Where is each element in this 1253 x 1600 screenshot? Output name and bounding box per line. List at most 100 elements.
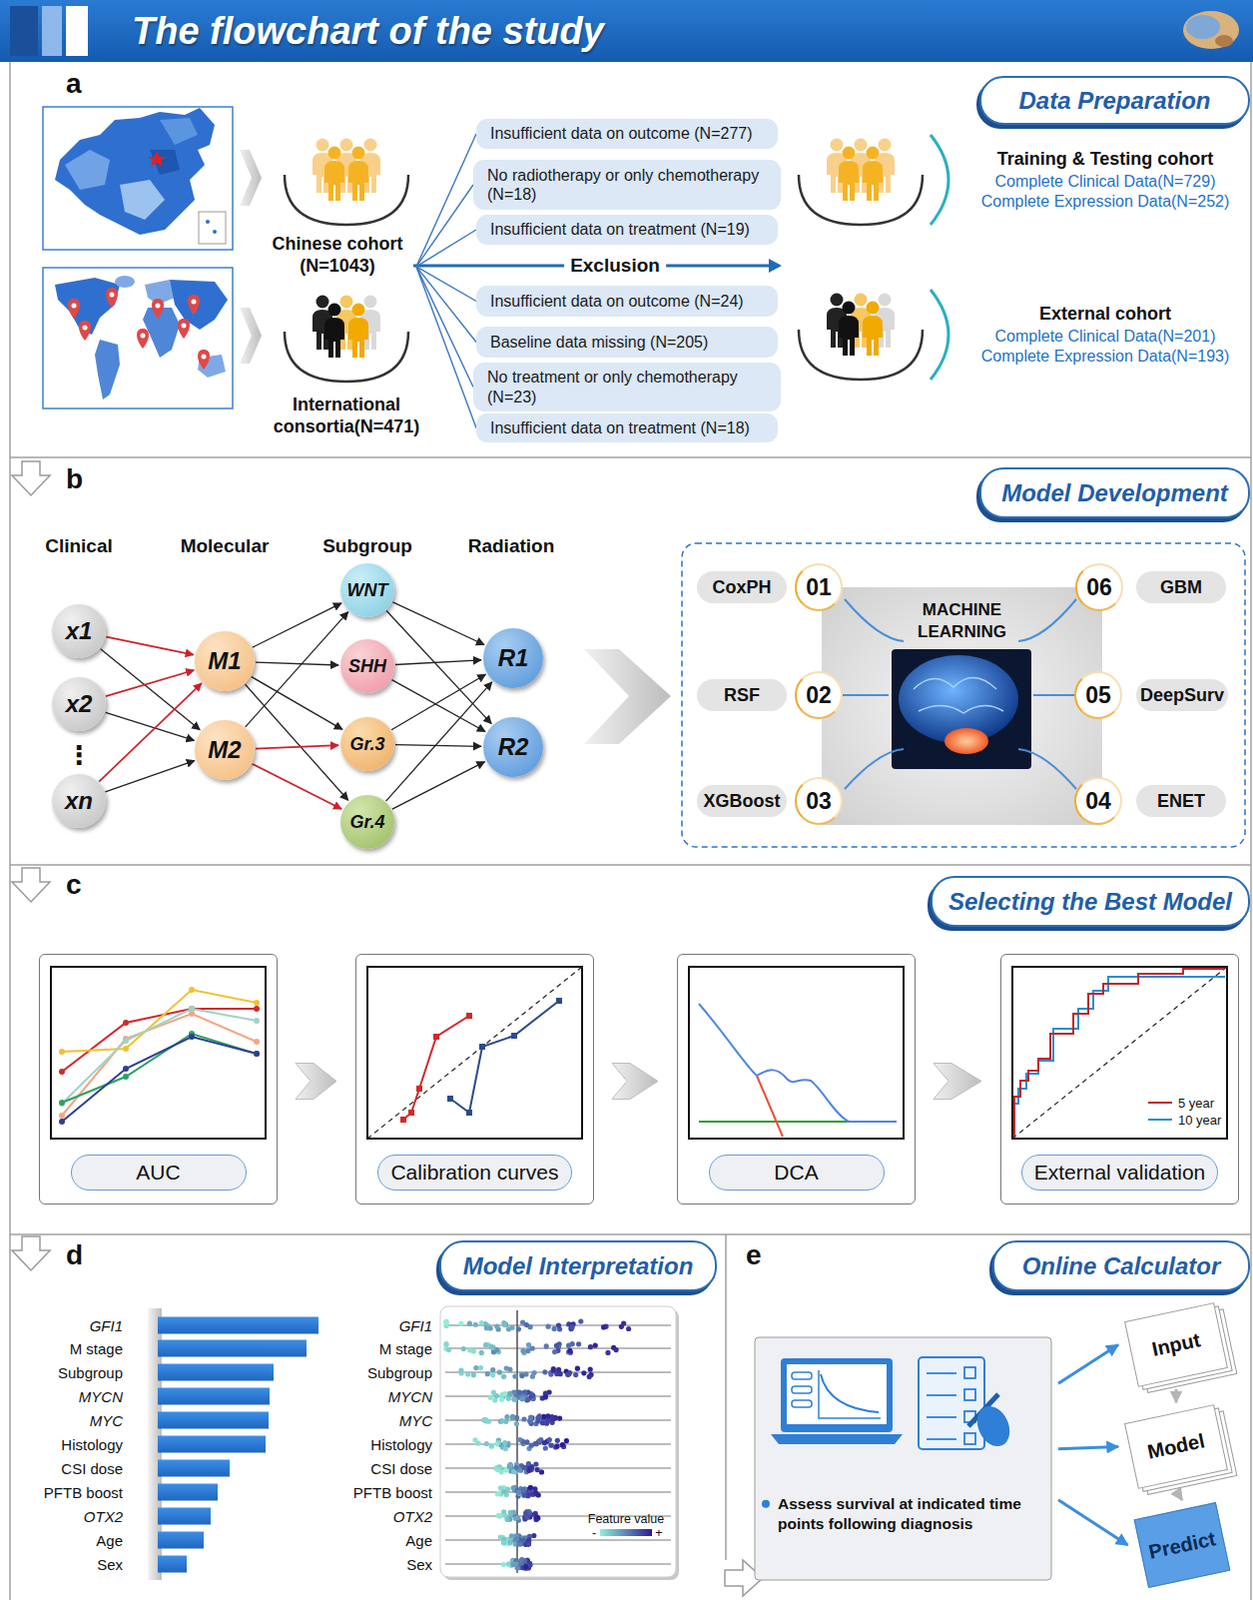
node-text: XGBoost (702, 790, 780, 812)
node-text: Insufficient data on outcome (N=24) (490, 291, 744, 311)
shap-dot (507, 1366, 513, 1372)
num-node: 06 (1075, 563, 1124, 612)
shap-dot (533, 1460, 539, 1466)
shap-dot (489, 1442, 495, 1448)
cpan-node: DCA (676, 953, 916, 1205)
shap-dot (479, 1319, 485, 1325)
connector (933, 1063, 982, 1100)
calculator-panel (786, 1363, 887, 1424)
shap-dot (512, 1373, 518, 1379)
coh-node: International consortia(N=471) (251, 389, 442, 442)
data-point (556, 997, 563, 1004)
node-text: 05 (1085, 681, 1112, 709)
node-text: Baseline data missing (N=205) (490, 332, 708, 352)
node-text: MACHINE LEARNING (907, 599, 1018, 643)
connector (100, 648, 201, 730)
calculator-panel (754, 1336, 1052, 1580)
shap-dot (521, 1492, 527, 1498)
importance-bar (157, 1411, 269, 1429)
calculator-panel (964, 1432, 976, 1444)
data-point (58, 1099, 65, 1106)
shap-dot (575, 1365, 581, 1371)
calculator-panel (791, 1385, 812, 1393)
label: a (65, 67, 82, 100)
cpan-node: Calibration curves (355, 953, 595, 1205)
shap-dot (488, 1394, 494, 1400)
connector (1058, 1499, 1129, 1545)
map-pin (82, 325, 88, 331)
calculator-panel (926, 1415, 957, 1418)
connector (245, 612, 349, 727)
data-point (408, 1109, 415, 1116)
shap-dot (497, 1368, 503, 1374)
mlp-node: ENET (1136, 784, 1227, 817)
shap-dot (473, 1364, 479, 1370)
person-head (328, 303, 342, 317)
connector (395, 744, 482, 747)
person-body (348, 160, 369, 201)
shap-dot (514, 1464, 520, 1470)
ml-panel (944, 727, 989, 754)
shap-dot (514, 1420, 520, 1426)
title-bar (9, 5, 38, 56)
chart-frame (50, 966, 1228, 1139)
calibration-lines (367, 966, 583, 1139)
pill-node: Online Calculator (992, 1240, 1251, 1291)
chart-frame (50, 966, 266, 1139)
shap-dot (542, 1368, 548, 1374)
shap-dot (509, 1532, 515, 1538)
circ-node: M2 (194, 719, 255, 780)
label: Histology (370, 1435, 433, 1453)
shap-dot (501, 1488, 507, 1494)
shap-dot (499, 1396, 505, 1402)
connector (416, 184, 474, 267)
map-pin (105, 287, 118, 308)
shap-dot (526, 1467, 532, 1473)
china-map (42, 106, 233, 250)
map-pin (187, 294, 200, 315)
data-point (58, 1068, 65, 1075)
shap-dot (528, 1414, 534, 1420)
data-point (122, 1037, 129, 1044)
connector (98, 682, 202, 782)
connector (255, 661, 339, 665)
china-map (198, 211, 226, 244)
shap-dot (552, 1348, 558, 1354)
calculator-panel (964, 1366, 976, 1378)
paper-node: Input (1124, 1301, 1229, 1387)
exclusion-arrow (768, 258, 782, 273)
label: e (745, 1239, 762, 1271)
shap-dot (530, 1392, 536, 1398)
title-bar (1215, 34, 1234, 47)
data-point (400, 1116, 407, 1123)
auc-lines (61, 1013, 257, 1116)
ml-panel (844, 599, 904, 641)
connector (104, 760, 194, 792)
shap-dot (507, 1390, 513, 1396)
section-chevron (11, 461, 763, 1596)
connector (392, 761, 486, 810)
label: MYCN (78, 1387, 123, 1405)
arrow-chevron (239, 307, 262, 364)
node-text: Complete Expression Data(N=252) (981, 191, 1231, 212)
label: b (65, 463, 83, 496)
label: Age (95, 1531, 123, 1549)
data-point (122, 1019, 129, 1026)
mlp-node: GBM (1136, 571, 1227, 604)
legend-text: 10 year (1178, 1112, 1222, 1128)
connector (1058, 1446, 1119, 1449)
map-pin (109, 292, 115, 298)
shap-dot (522, 1388, 528, 1394)
circ-node: x1 (51, 604, 106, 658)
shap-dot (555, 1437, 561, 1443)
calculator-panel (754, 1336, 1052, 1580)
label: - (592, 1525, 597, 1540)
shap-dot (484, 1324, 490, 1330)
node-text: Complete Clinical Data(N=201) (995, 326, 1217, 347)
data-point (122, 1073, 129, 1080)
shap-dot (523, 1510, 529, 1516)
label: CSI dose (370, 1459, 433, 1477)
china-map (54, 107, 215, 235)
map-pin (78, 320, 91, 341)
shap-dot (507, 1540, 513, 1546)
